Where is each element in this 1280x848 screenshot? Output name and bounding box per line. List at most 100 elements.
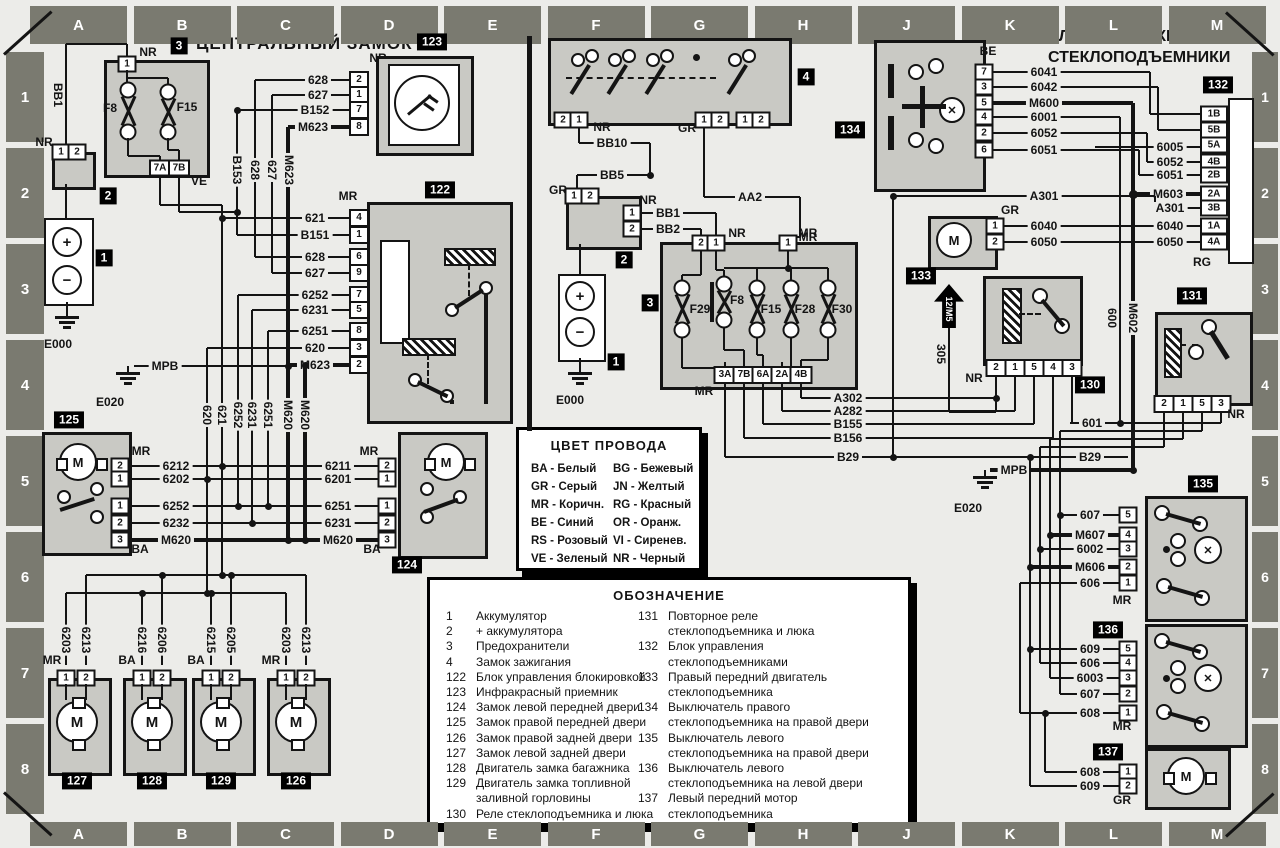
wire-label-vertical: 6206	[155, 624, 169, 656]
wire-label: 6005	[1153, 141, 1187, 153]
wire	[168, 149, 179, 151]
wire	[781, 382, 783, 411]
wire-label: NR	[728, 226, 746, 240]
contact-circle	[673, 279, 691, 297]
wire	[700, 229, 702, 236]
grid-row-number-7: 7	[6, 628, 44, 718]
junction-dot	[203, 589, 211, 597]
grid-row-number-5: 5	[6, 436, 44, 526]
junction-dot	[301, 536, 309, 544]
grid-col-letter-D: D	[340, 822, 438, 846]
wire-label: 6232	[159, 517, 193, 529]
wire-label: 6231	[321, 517, 355, 529]
wire	[238, 294, 351, 296]
junction-dot	[203, 475, 211, 483]
wire-label: E000	[43, 337, 73, 351]
wire	[1220, 411, 1222, 423]
wire	[1157, 87, 1159, 130]
wire-label: 628	[304, 74, 332, 86]
connector-pin: 1	[778, 234, 798, 252]
wire-label: BB1	[652, 207, 684, 219]
wire	[1014, 375, 1016, 411]
wire	[790, 337, 792, 368]
component-badge-4: 4	[797, 68, 815, 86]
grid-row-number-7: 7	[1252, 628, 1278, 718]
wire-label: F15	[176, 100, 198, 114]
wire-label: B155	[830, 418, 866, 430]
wire-label: 6212	[159, 460, 193, 472]
contact-circle: ✕	[939, 97, 965, 123]
ground-symbol	[55, 316, 79, 319]
wire	[723, 270, 725, 277]
wire	[1163, 411, 1165, 447]
wire-label: BB10	[593, 137, 631, 149]
wire	[682, 367, 725, 369]
wire-label: 6252	[159, 500, 193, 512]
grid-row-number-4: 4	[1252, 340, 1278, 430]
contact-circle	[646, 53, 660, 67]
grid-col-letter-E: E	[444, 6, 541, 44]
wire-label: MPB	[148, 360, 182, 372]
designation-text: стеклоподъемника	[668, 685, 773, 699]
wire	[724, 382, 726, 457]
wire-label-vertical: 6213	[299, 624, 313, 656]
wire-label: 607	[1076, 688, 1104, 700]
wire-label: 621	[301, 212, 329, 224]
wire	[743, 382, 745, 438]
relay-core	[380, 240, 410, 344]
terminal-tab	[291, 739, 305, 751]
contact-circle	[673, 321, 691, 339]
wire	[210, 684, 212, 700]
wire-label-vertical: M602	[1126, 300, 1140, 336]
grid-row-number-3: 3	[6, 244, 44, 334]
connector-pin: 6	[974, 141, 994, 159]
wire	[179, 211, 237, 213]
coil-symbol	[402, 338, 456, 356]
wire	[1095, 146, 1202, 148]
ground-symbol-e020	[120, 377, 136, 380]
connector-pin: 3B	[1200, 199, 1228, 217]
wire-color-legend-title: ЦВЕТ ПРОВОДА	[550, 438, 668, 453]
wire	[85, 684, 87, 700]
power-windows-title-line2: СТЕКЛОПОДЪЕМНИКИ	[1048, 49, 1231, 66]
wire	[1070, 422, 1221, 424]
color-code-RS: RS - Розовый	[531, 535, 608, 547]
wire-label: NR	[639, 193, 657, 207]
junction-dot	[1026, 453, 1034, 461]
wire-label: MR	[338, 189, 358, 203]
contact-circle	[585, 49, 599, 63]
wire-label: F29	[689, 302, 711, 316]
wire	[790, 268, 792, 281]
wire	[992, 71, 1150, 73]
contact-circle	[1170, 660, 1186, 676]
dashed-link	[1180, 344, 1198, 346]
wire-label: 6201	[321, 473, 355, 485]
grid-col-letter-F: F	[547, 6, 645, 44]
grid-col-letter-J: J	[858, 822, 955, 846]
wire	[160, 204, 222, 206]
wire	[1158, 129, 1202, 131]
designation-text: + аккумулятора	[476, 624, 563, 639]
wire-label: M623	[294, 121, 332, 133]
contact-circle	[908, 64, 924, 80]
wire-label: 620	[301, 342, 329, 354]
wire	[992, 132, 1147, 134]
wire	[992, 86, 1158, 88]
connector-pin: 1	[735, 111, 755, 129]
wire	[801, 359, 828, 361]
wire	[484, 294, 488, 404]
designation-number-126: 126	[446, 730, 467, 745]
wire	[716, 269, 724, 271]
wire	[715, 250, 717, 270]
wire	[715, 213, 717, 236]
contact-circle	[571, 53, 585, 67]
designation-text: Замок левой задней двери	[476, 745, 626, 760]
color-code-GR: GR - Серый	[531, 481, 598, 493]
connector-pin: 1	[1118, 704, 1138, 722]
designation-text: Левый передний мотор	[668, 791, 798, 806]
dashed-link	[468, 264, 470, 296]
wire	[995, 375, 997, 398]
wire	[126, 70, 128, 78]
connector-pin: 4	[1118, 526, 1138, 544]
wire	[271, 95, 273, 273]
